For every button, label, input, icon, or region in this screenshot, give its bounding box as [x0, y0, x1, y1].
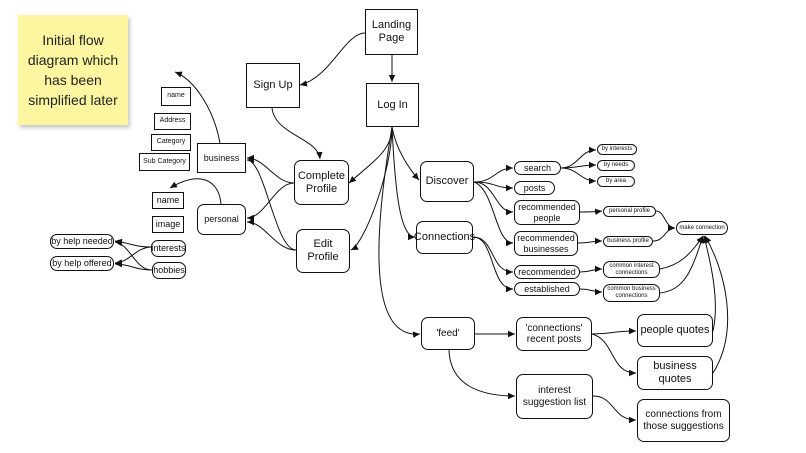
connector-arrow — [271, 107, 323, 160]
connector-arrow — [246, 218, 297, 251]
node-connections: Connections — [414, 221, 475, 254]
connector-arrow — [246, 182, 295, 222]
node-recommended: recommended — [514, 265, 580, 279]
node-make-connection: make connection — [676, 221, 728, 235]
connector-arrow — [591, 333, 637, 377]
node-personal: personal — [197, 204, 246, 235]
node-recommended-people: recommended people — [514, 200, 580, 225]
connector-arrow — [391, 126, 420, 181]
connector-arrow — [655, 210, 676, 232]
node-people-quotes: people quotes — [637, 314, 713, 347]
node-landing-page: Landing Page — [365, 9, 418, 55]
node-discover: Discover — [420, 161, 474, 202]
connector-arrow — [473, 164, 514, 183]
connector-arrow — [473, 181, 514, 247]
connector-arrow — [246, 154, 295, 184]
node-by-help-needed: by help needed — [50, 234, 114, 249]
node-common-business-connections: common business connections — [603, 284, 660, 302]
connector-arrow — [391, 126, 416, 241]
connector-arrow — [652, 224, 676, 242]
node-sign-up: Sign Up — [246, 63, 300, 108]
node-business-subcategory: Sub Category — [139, 153, 190, 171]
node-connections-recent-posts: 'connections' recent posts — [516, 317, 592, 351]
node-personal-image: image — [152, 216, 184, 233]
sticky-note: Initial flow diagram which has been simp… — [18, 15, 128, 125]
node-by-help-offered: by help offered — [50, 256, 114, 271]
connector-arrow — [472, 236, 514, 276]
connector-arrow — [579, 288, 603, 296]
node-personal-profile: personal profile — [603, 206, 656, 217]
connector-arrow — [579, 265, 603, 273]
node-business: business — [197, 143, 246, 173]
connector-arrow — [592, 395, 637, 424]
node-search: search — [514, 161, 561, 175]
connector-arrow — [591, 327, 637, 335]
node-recommended-businesses: recommended businesses — [514, 231, 578, 256]
connector-arrow — [246, 156, 297, 251]
node-personal-name: name — [152, 192, 184, 209]
node-business-name: name — [161, 87, 191, 106]
node-by-needs: by needs — [597, 160, 635, 171]
connector-arrow — [114, 239, 153, 271]
connector-arrow — [560, 167, 597, 185]
node-business-quotes: business quotes — [637, 356, 713, 390]
connector-arrow — [659, 235, 704, 270]
node-established: established — [514, 282, 580, 296]
node-interest-suggestion-list: interest suggestion list — [516, 374, 593, 419]
node-personal-hobbies: hobbies — [152, 262, 186, 279]
node-connections-from-suggestions: connections from those suggestions — [637, 399, 730, 442]
connector-arrow — [114, 260, 153, 271]
node-personal-interests: interests — [151, 240, 186, 257]
connector-arrow — [579, 208, 603, 215]
connector-arrow — [448, 349, 516, 400]
connector-arrow — [114, 246, 152, 266]
node-business-profile: business profile — [603, 236, 653, 247]
node-by-interests: by interests — [597, 144, 637, 155]
connector-arrow — [473, 181, 514, 216]
connector-arrow — [174, 71, 221, 144]
node-business-address: Address — [154, 113, 191, 130]
node-business-category: Category — [151, 134, 191, 151]
node-complete-profile: Complete Profile — [294, 160, 349, 205]
node-posts: posts — [514, 181, 555, 195]
connector-arrow — [704, 235, 729, 374]
connector-arrow — [577, 237, 603, 245]
node-edit-profile: Edit Profile — [296, 229, 350, 273]
connector-arrow — [560, 161, 597, 169]
connector-arrow — [472, 236, 514, 293]
connector-arrow — [350, 126, 393, 251]
node-log-in: Log In — [366, 83, 419, 127]
connector-arrow — [169, 178, 222, 205]
node-feed: 'feed' — [421, 317, 475, 350]
connector-arrow — [299, 32, 366, 87]
node-by-area: by area — [597, 176, 635, 187]
connector-arrow — [378, 126, 421, 338]
connector-arrow — [659, 235, 704, 294]
node-common-interest-connections: common interest connections — [603, 261, 660, 278]
